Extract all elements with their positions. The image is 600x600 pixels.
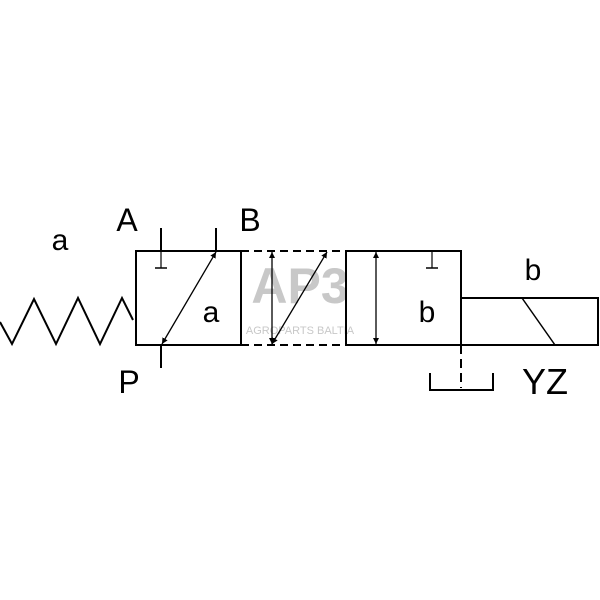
tank-symbol: [429, 373, 494, 391]
position-a-box: [135, 250, 242, 346]
solenoid-diagonal: [521, 297, 556, 346]
label-port-b: B: [239, 202, 260, 238]
watermark-logo: AP3: [251, 258, 348, 314]
label-solenoid: b: [525, 254, 542, 287]
label-solenoid-code: YZ: [522, 361, 568, 402]
flow-arrow-middle-diagonal: [271, 251, 328, 345]
label-port-p: P: [118, 364, 139, 400]
watermark-text: AGROPARTS BALTIA: [246, 325, 355, 337]
label-port-a: A: [116, 202, 138, 238]
position-b-box: [345, 250, 462, 346]
label-position-b: b: [419, 296, 436, 329]
solenoid-box: [460, 297, 599, 346]
spring-symbol: [0, 295, 134, 347]
flow-arrow-a: [161, 251, 217, 345]
label-position-a: a: [203, 296, 220, 329]
label-spring-side: a: [52, 224, 69, 257]
